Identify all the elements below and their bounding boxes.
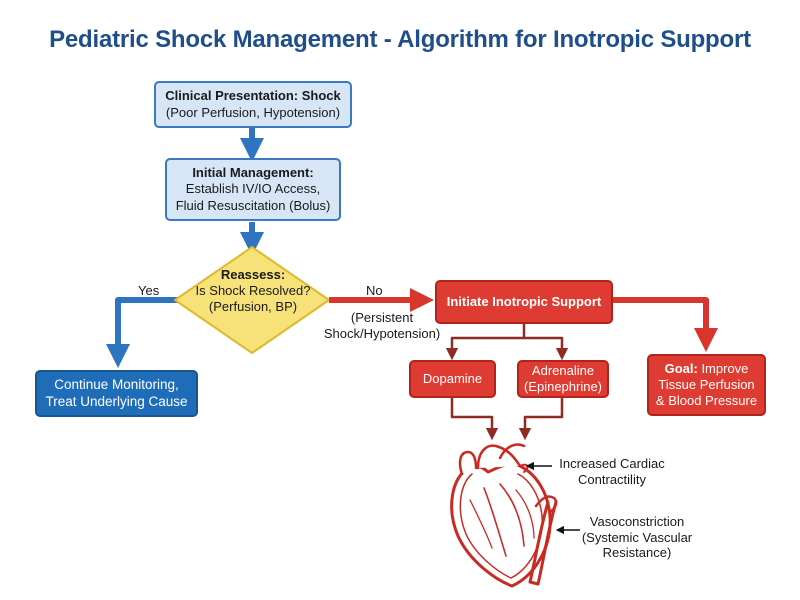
annotation-cardiac-line1: Increased Cardiac bbox=[559, 456, 665, 471]
node-goal-line1-rest: Improve bbox=[701, 360, 749, 376]
heart-anatomical-icon bbox=[450, 443, 558, 588]
node-clinical-presentation: Clinical Presentation: Shock (Poor Perfu… bbox=[154, 81, 352, 128]
node-goal-title: Goal: bbox=[664, 360, 698, 376]
node-initial-management-title: Initial Management: bbox=[192, 165, 314, 181]
node-continue-monitoring: Continue Monitoring, Treat Underlying Ca… bbox=[35, 370, 198, 417]
node-reassess-line1: Is Shock Resolved? bbox=[195, 282, 311, 298]
arrow-dopamine-to-heart bbox=[450, 397, 499, 441]
reassess-diamond bbox=[174, 246, 330, 354]
edge-note-persistent: (Persistent Shock/Hypotension) bbox=[320, 310, 444, 341]
node-clinical-presentation-detail: (Poor Perfusion, Hypotension) bbox=[165, 104, 341, 120]
annotation-vaso-line3: Resistance) bbox=[602, 545, 672, 561]
annotation-cardiac-contractility: Increased Cardiac Contractility bbox=[552, 456, 672, 487]
node-initial-management: Initial Management: Establish IV/IO Acce… bbox=[165, 158, 341, 221]
node-dopamine-label: Dopamine bbox=[422, 370, 483, 386]
node-goal-line1: Goal: Improve bbox=[665, 361, 749, 377]
node-goal: Goal: Improve Tissue Perfusion & Blood P… bbox=[647, 354, 766, 416]
node-dopamine: Dopamine bbox=[409, 360, 496, 398]
node-inotropic-support: Initiate Inotropic Support bbox=[435, 280, 613, 324]
arrow-inotropic-to-dopamine bbox=[445, 324, 526, 361]
node-continue-monitoring-line2: Treat Underlying Cause bbox=[45, 393, 188, 409]
annotation-vasoconstriction: Vasoconstriction (Systemic Vascular Resi… bbox=[576, 514, 698, 561]
arrow-adrenaline-to-heart bbox=[518, 397, 564, 441]
node-clinical-presentation-title: Clinical Presentation: Shock bbox=[165, 88, 341, 104]
arrow-inotropic-to-adrenaline bbox=[524, 336, 569, 361]
node-initial-management-line2: Fluid Resuscitation (Bolus) bbox=[175, 197, 331, 213]
node-inotropic-support-label: Initiate Inotropic Support bbox=[446, 293, 602, 309]
node-continue-monitoring-line1: Continue Monitoring, bbox=[54, 376, 179, 392]
node-adrenaline-line1: Adrenaline bbox=[531, 362, 595, 378]
annotation-vaso-line1: Vasoconstriction bbox=[589, 514, 685, 529]
node-goal-line2: Tissue Perfusion bbox=[658, 376, 755, 392]
annotation-vaso-line2: (Systemic Vascular bbox=[581, 529, 693, 545]
arrow-inotropic-to-goal bbox=[613, 297, 718, 352]
edge-label-no: No bbox=[366, 283, 383, 298]
annotation-cardiac-line2: Contractility bbox=[578, 471, 646, 487]
node-reassess-line2: (Perfusion, BP) bbox=[208, 299, 298, 315]
node-adrenaline-line2: (Epinephrine) bbox=[523, 379, 603, 394]
edge-note-line2: Shock/Hypotension) bbox=[323, 325, 441, 341]
node-adrenaline: Adrenaline (Epinephrine) bbox=[517, 360, 609, 398]
node-goal-line3: & Blood Pressure bbox=[655, 393, 758, 409]
page-title: Pediatric Shock Management - Algorithm f… bbox=[49, 26, 751, 53]
node-reassess-title: Reassess: bbox=[220, 266, 286, 282]
node-reassess: Reassess: Is Shock Resolved? (Perfusion,… bbox=[178, 253, 328, 329]
node-initial-management-line1: Establish IV/IO Access, bbox=[185, 181, 321, 197]
edge-label-yes: Yes bbox=[138, 283, 160, 298]
arrow-yes-to-monitoring bbox=[106, 297, 178, 368]
edge-note-line1: (Persistent bbox=[350, 310, 414, 325]
